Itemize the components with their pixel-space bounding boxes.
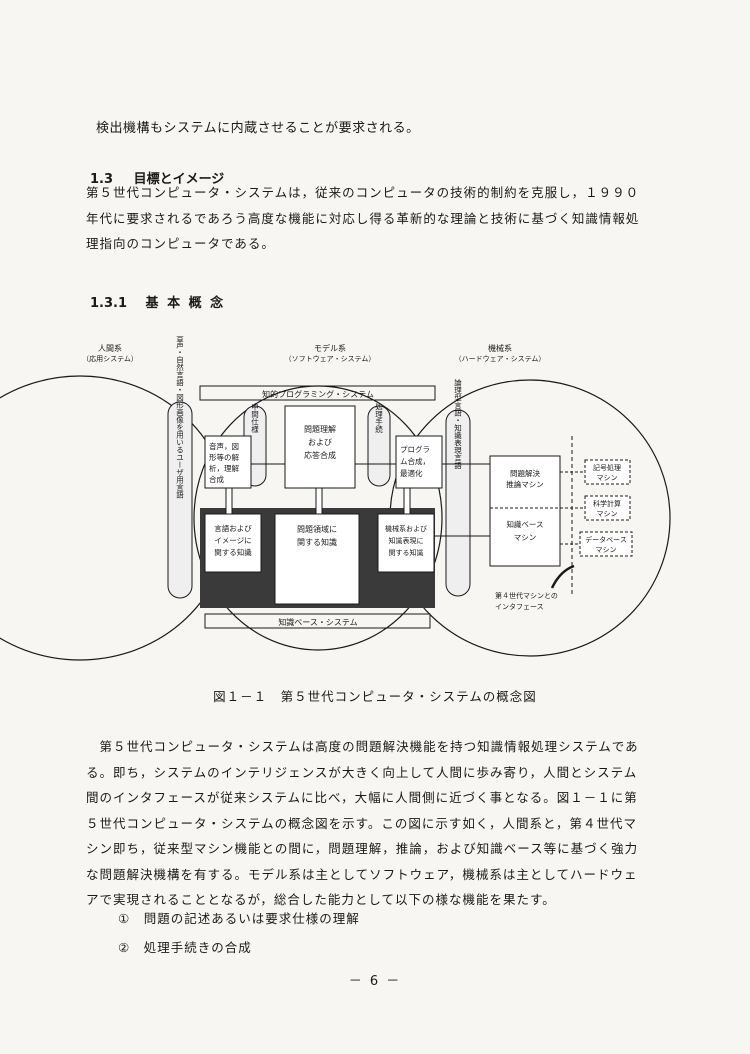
machine-label: 機械系 [488, 343, 512, 353]
box-text: ム合成， [400, 456, 430, 466]
section-1-3-paragraph: 第５世代コンピュータ・システムは，従来のコンピュータの技術的制約を克服し，１９９… [86, 180, 656, 257]
interface-note: 第４世代マシンとの [495, 591, 558, 600]
box-text: 関する知識 [297, 537, 337, 547]
box-text: マシン [596, 546, 617, 554]
box-text: 合成 [209, 474, 224, 484]
concept-diagram: 人間系 （応用システム） モデル系 （ソフトウェア・システム） 機械系 （ハード… [0, 336, 671, 661]
interface-arrow [550, 564, 575, 589]
language-knowledge-box [204, 513, 262, 573]
section-number: 1.3 [90, 172, 114, 187]
box-text: 機械系および [385, 524, 427, 533]
box-text: 言語および [214, 523, 252, 533]
box-text: 析，理解 [209, 463, 239, 473]
box-text: 最適化 [400, 468, 423, 478]
program-synthesis-box [395, 435, 443, 489]
section-1-3-heading: 1.3 目標とイメージ [90, 168, 224, 187]
body-paragraph: 第５世代コンピュータ・システムは高度の問題解決機能を持つ知識情報処理システムであ… [86, 734, 656, 913]
section-1-3-1-heading: 1.3.1 基 本 概 念 [90, 292, 225, 311]
intelligent-prog-label: 知的プログラミング・システム [262, 389, 374, 399]
box-text: 知識ベース [506, 519, 543, 529]
paragraph-line: 第５世代コンピュータ・システムは，従来のコンピュータの技術的制約を克服し，１９９… [86, 185, 640, 200]
text-top-line: 検出機構もシステムに内蔵させることが要求される。 [96, 121, 420, 136]
problem-understanding-box [284, 405, 356, 489]
human-sub: （応用システム） [82, 354, 138, 363]
speech-analysis-box [204, 435, 252, 489]
function-list: ① 問題の記述あるいは要求仕様の理解 ② 処理手続きの合成 [118, 904, 360, 962]
database-machine-box [579, 531, 633, 557]
paragraph-line: 理指向のコンピュータである。 [86, 236, 275, 251]
horizontal-arrows [251, 463, 490, 537]
procedure-label: 処理手続 [374, 402, 383, 435]
box-text: マシン [514, 533, 537, 542]
section-title: 目標とイメージ [133, 172, 225, 187]
box-text: マシン [597, 474, 618, 482]
box-text: 記号処理 [593, 463, 621, 472]
box-text: プログラ [400, 444, 430, 454]
box-text: 問題理解 [304, 424, 336, 434]
science-machine-box [584, 495, 631, 521]
box-text: イメージに [214, 536, 251, 545]
model-sub: （ソフトウェア・システム） [285, 355, 376, 363]
machine-sub: （ハードウェア・システム） [455, 355, 546, 363]
kb-system-label: 知識ベース・システム [278, 617, 357, 627]
paragraph-line: る。即ち，システムのインテリジェンスが大きく向上して人間に歩み寄り，人間とシステ… [86, 764, 638, 780]
section-number: 1.3.1 [90, 296, 128, 311]
box-text: 音声，図 [209, 441, 239, 451]
box-text: 関する知識 [214, 547, 252, 557]
intelligent-prog-band [199, 385, 436, 401]
box-text: 問題領域に [297, 524, 337, 534]
human-label: 人間系 [98, 343, 122, 353]
box-text: および [308, 438, 332, 447]
paragraph-line: 間のインタフェースが従来システムに比べ，大幅に人間側に近づく事となる。図１－１に… [86, 790, 638, 805]
section-title: 基 本 概 念 [145, 296, 226, 311]
box-text: 推論マシン [506, 479, 544, 489]
user-language-band [167, 401, 193, 599]
box-text: 関する知識 [389, 548, 424, 557]
box-text: 問題解決 [510, 468, 540, 478]
box-text: 科学計算 [593, 499, 621, 508]
domain-knowledge-box [274, 513, 360, 605]
symbol-machine-box [584, 459, 631, 485]
paragraph-line: 第５世代コンピュータ・システムは高度の問題解決機能を持つ知識情報処理システムであ [86, 739, 639, 754]
human-circle [0, 375, 231, 661]
vertical-arrows [225, 487, 411, 515]
procedure-band [367, 405, 391, 487]
logic-language-label: 論理型言語・知識表現言語 [453, 378, 462, 471]
paragraph-line: な問題解決機構を有する。モデル系は主としてソフトウェア，機械系は主としてハードウ… [86, 866, 638, 882]
box-text: マシン [597, 510, 618, 518]
list-item: ② 処理手続きの合成 [118, 940, 252, 955]
logic-language-band [445, 409, 471, 597]
kb-system-band [204, 613, 431, 629]
paragraph-line: ５世代コンピュータ・システムの概念図を示す。この図に示す如く，人間系と，第４世代… [86, 815, 638, 831]
box-text: 形等の解 [209, 452, 239, 462]
interface-note: インタフェース [495, 602, 544, 611]
intermediate-spec-label: 中間仕様 [250, 402, 259, 434]
model-label: モデル系 [314, 343, 346, 353]
box-text: 知識表現に [389, 536, 424, 545]
page-number: － 6 － [348, 974, 402, 989]
machine-core-box [489, 455, 561, 567]
box-text: データベース [585, 535, 627, 544]
figure-caption: 図１－１ 第５世代コンピュータ・システムの概念図 [213, 689, 537, 704]
paragraph-line: シン即ち，従来型マシン機能との間に，問題理解，推論，および知識ベース等に基づく強… [86, 841, 639, 856]
box-text: 応答合成 [304, 450, 336, 460]
paragraph-line: 年代に要求されるであろう高度な機能に対応し得る革新的な理論と技術に基づく知識情報… [86, 210, 640, 226]
list-item: ① 問題の記述あるいは要求仕様の理解 [118, 911, 360, 926]
user-language-label: 音声・自然言語・図形画像を用いるユーザ用言語 [175, 336, 184, 500]
paragraph-line: アで実現されることとなるが，総合した能力として以下の様な機能を果たす。 [86, 892, 556, 907]
